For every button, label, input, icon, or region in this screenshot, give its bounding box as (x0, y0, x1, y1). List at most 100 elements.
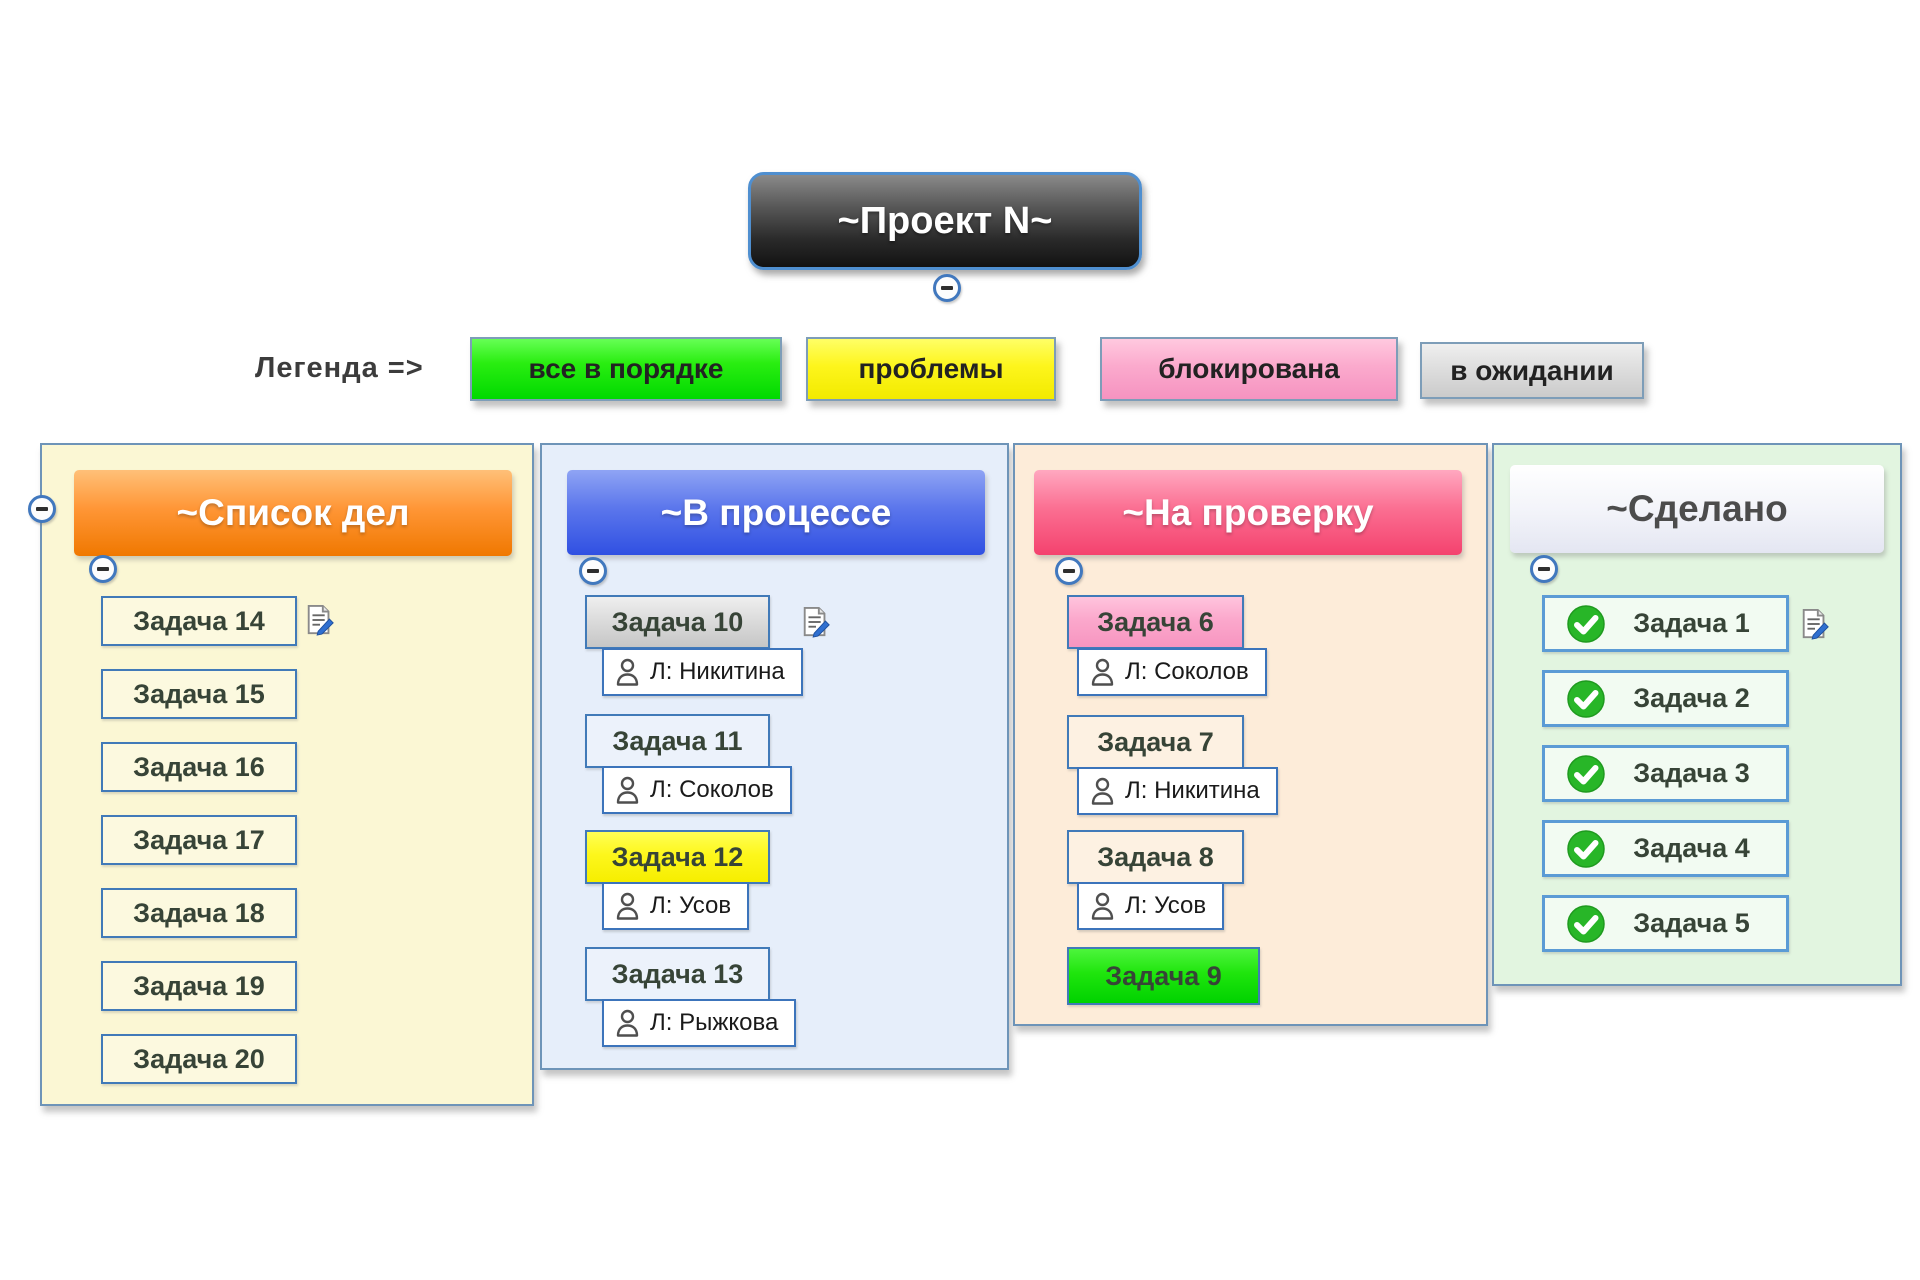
task-card[interactable]: Задача 7 (1067, 715, 1244, 769)
task-card[interactable]: Задача 20 (101, 1034, 297, 1084)
task-card[interactable]: Задача 15 (101, 669, 297, 719)
task-label: Задача 10 (611, 606, 744, 637)
legend-label: Легенда => (255, 352, 424, 384)
legend-item-label: все в порядке (528, 353, 724, 384)
task-label: Задача 12 (611, 841, 744, 872)
assignee-badge[interactable]: Л: Никитина (602, 648, 803, 696)
task-label: Задача 6 (1097, 606, 1214, 637)
minus-glyph (1538, 567, 1550, 571)
task-card[interactable]: Задача 16 (101, 742, 297, 792)
check-icon (1567, 830, 1605, 868)
task-label: Задача 4 (1633, 833, 1750, 863)
task-card[interactable]: Задача 11 (585, 714, 770, 768)
task-card[interactable]: Задача 13 (585, 947, 770, 1001)
task-label: Задача 11 (612, 725, 743, 756)
task-label: Задача 5 (1633, 908, 1750, 938)
edit-note-icon[interactable] (1799, 607, 1831, 641)
assignee-badge[interactable]: Л: Рыжкова (602, 999, 797, 1047)
assignee-label: Л: Усов (1125, 892, 1207, 919)
collapse-button-done[interactable] (1530, 555, 1558, 583)
edit-note-icon[interactable] (304, 603, 336, 637)
column-header-review[interactable]: ~На проверку (1034, 470, 1462, 555)
minus-glyph (97, 567, 109, 571)
column-review: ~На проверку Задача 6 Л: Соколов Задача … (1013, 443, 1488, 1026)
legend-item-label: проблемы (858, 353, 1004, 384)
person-icon (1091, 892, 1114, 920)
task-label: Задача 2 (1633, 683, 1750, 713)
done-task-list: Задача 1 Задача 2 Задача 3 Задача 4 Зада… (1542, 595, 1789, 970)
check-icon (1567, 905, 1605, 943)
collapse-button-project[interactable] (933, 274, 961, 302)
column-header-in-progress[interactable]: ~В процессе (567, 470, 985, 555)
legend-item-blocked[interactable]: блокирована (1100, 337, 1398, 401)
task-card[interactable]: Задача 8 (1067, 830, 1244, 884)
person-icon (616, 776, 639, 804)
assignee-label: Л: Никитина (1125, 777, 1260, 804)
legend-item-ok[interactable]: все в порядке (470, 337, 782, 401)
task-card[interactable]: Задача 6 (1067, 595, 1244, 649)
task-label: Задача 13 (611, 958, 744, 989)
assignee-badge[interactable]: Л: Соколов (1077, 648, 1267, 696)
project-root-node[interactable]: ~Проект N~ (748, 172, 1142, 270)
task-card[interactable]: Задача 1 (1542, 595, 1789, 652)
person-icon (1091, 658, 1114, 686)
column-title: ~На проверку (1122, 491, 1374, 533)
collapse-button-review[interactable] (1055, 557, 1083, 585)
assignee-label: Л: Усов (650, 892, 732, 919)
todo-task-list: Задача 14 Задача 15 Задача 16 Задача 17 … (101, 596, 297, 1107)
assignee-label: Л: Никитина (650, 658, 785, 685)
legend-item-waiting[interactable]: в ожидании (1420, 342, 1644, 399)
legend-item-problems[interactable]: проблемы (806, 337, 1056, 401)
assignee-label: Л: Соколов (650, 776, 774, 803)
task-label: Задача 19 (133, 970, 265, 1001)
assignee-badge[interactable]: Л: Соколов (602, 766, 792, 814)
assignee-label: Л: Рыжкова (650, 1009, 779, 1036)
check-icon (1567, 755, 1605, 793)
collapse-button-in-progress[interactable] (579, 557, 607, 585)
task-card[interactable]: Задача 9 (1067, 947, 1260, 1005)
legend-item-label: в ожидании (1450, 354, 1614, 386)
task-label: Задача 15 (133, 678, 265, 709)
legend-item-label: блокирована (1158, 353, 1340, 384)
task-card[interactable]: Задача 10 (585, 595, 770, 649)
assignee-badge[interactable]: Л: Усов (602, 882, 750, 930)
task-card[interactable]: Задача 19 (101, 961, 297, 1011)
task-card[interactable]: Задача 2 (1542, 670, 1789, 727)
column-done: ~Сделано Задача 1 Задача 2 Задача 3 Зада… (1492, 443, 1902, 986)
column-header-done[interactable]: ~Сделано (1510, 465, 1884, 553)
column-header-todo[interactable]: ~Список дел (74, 470, 512, 556)
minus-glyph (941, 286, 953, 290)
project-title: ~Проект N~ (837, 199, 1053, 242)
task-label: Задача 3 (1633, 758, 1750, 788)
column-title: ~Список дел (176, 492, 410, 533)
person-icon (1091, 777, 1114, 805)
assignee-badge[interactable]: Л: Никитина (1077, 767, 1278, 815)
task-card[interactable]: Задача 14 (101, 596, 297, 646)
column-title: ~Сделано (1606, 488, 1788, 529)
task-label: Задача 17 (133, 824, 265, 855)
task-card[interactable]: Задача 4 (1542, 820, 1789, 877)
assignee-label: Л: Соколов (1125, 658, 1249, 685)
task-label: Задача 18 (133, 897, 265, 928)
minus-glyph (36, 507, 48, 511)
collapse-button-todo[interactable] (89, 555, 117, 583)
task-card[interactable]: Задача 12 (585, 830, 770, 884)
task-card[interactable]: Задача 17 (101, 815, 297, 865)
collapse-button-todo-branch[interactable] (28, 495, 56, 523)
column-in-progress: ~В процессе Задача 10 Л: Никитина Задача… (540, 443, 1009, 1070)
person-icon (616, 892, 639, 920)
task-card[interactable]: Задача 18 (101, 888, 297, 938)
column-title: ~В процессе (660, 491, 892, 533)
task-label: Задача 16 (133, 751, 265, 782)
task-card[interactable]: Задача 5 (1542, 895, 1789, 952)
task-label: Задача 7 (1097, 726, 1214, 757)
minus-glyph (1063, 569, 1075, 573)
edit-note-icon[interactable] (800, 605, 832, 639)
assignee-badge[interactable]: Л: Усов (1077, 882, 1225, 930)
check-icon (1567, 680, 1605, 718)
task-label: Задача 1 (1633, 608, 1750, 638)
column-todo: ~Список дел Задача 14 Задача 15 Задача 1… (28, 443, 534, 1107)
task-card[interactable]: Задача 3 (1542, 745, 1789, 802)
person-icon (616, 658, 639, 686)
